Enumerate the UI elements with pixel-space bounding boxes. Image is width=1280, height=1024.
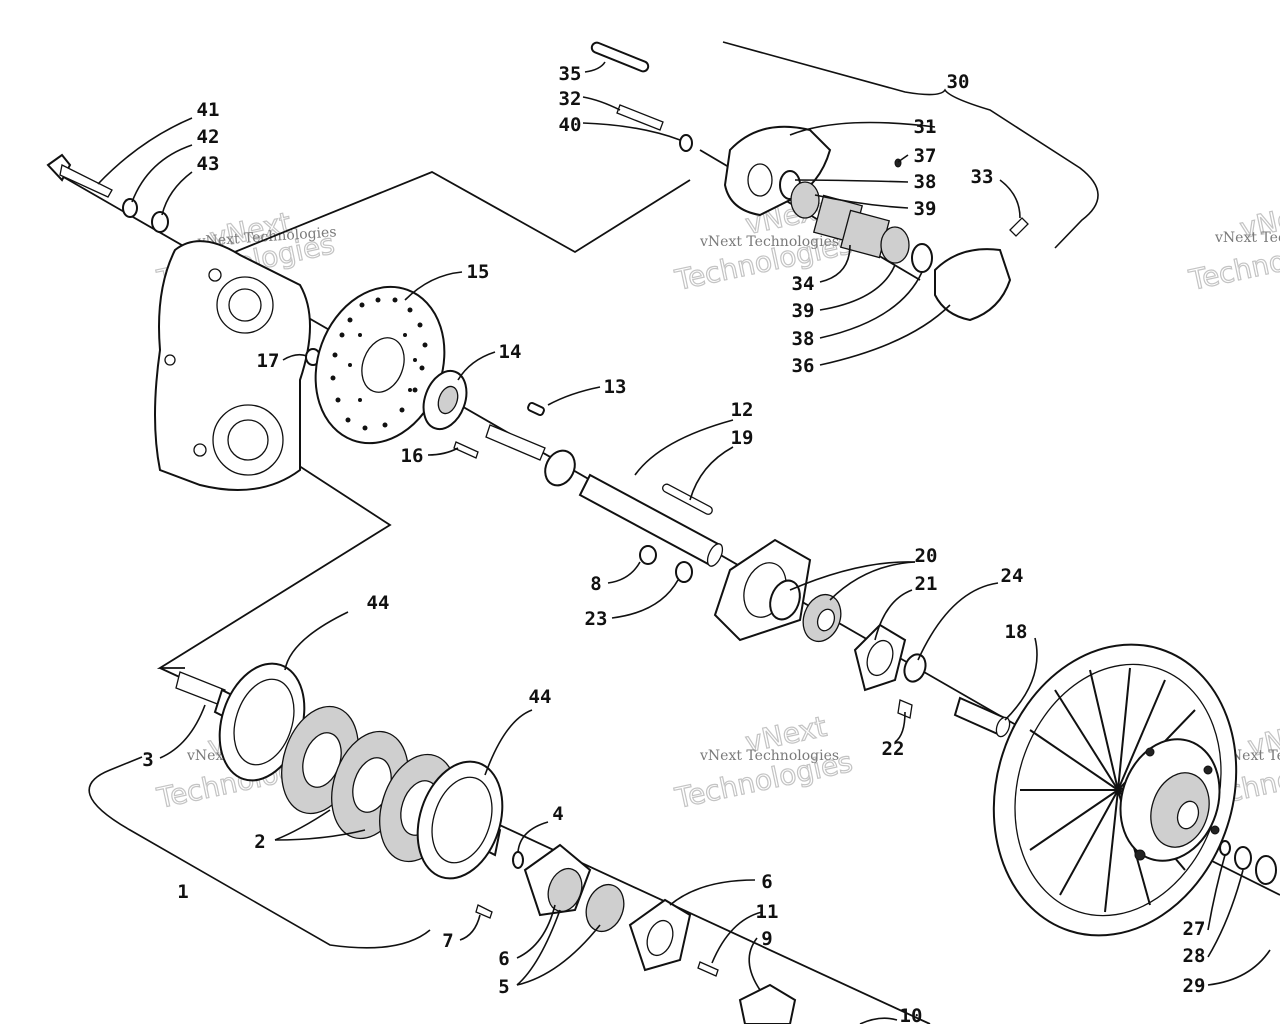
label-11: 11	[756, 901, 779, 923]
caliper-half-36	[934, 248, 1012, 322]
label-35: 35	[559, 63, 582, 85]
bolt-41	[46, 153, 113, 198]
watermark-small-top-right: vNext Technologies	[1214, 230, 1280, 246]
bearing-housing-lower	[523, 843, 592, 917]
label-40: 40	[559, 114, 582, 136]
screw-22	[897, 699, 913, 719]
leader-lines	[97, 61, 1271, 1024]
label-37: 37	[914, 145, 937, 167]
label-31: 31	[914, 116, 937, 138]
screw-7	[475, 904, 493, 919]
label-10: 10	[900, 1005, 923, 1024]
label-38-lower: 38	[792, 328, 815, 350]
label-39-lower: 39	[792, 300, 815, 322]
hub-14	[422, 369, 468, 431]
seal-24	[903, 653, 927, 683]
jackshaft-12	[485, 424, 724, 567]
flange-21	[853, 623, 907, 692]
label-3: 3	[142, 749, 153, 771]
bleeder-33	[1009, 217, 1029, 237]
label-29: 29	[1183, 975, 1206, 997]
washer-29	[1255, 855, 1277, 885]
watermark-small-bottom-center: vNext Technologies	[699, 748, 839, 764]
pin-11	[697, 961, 719, 977]
flange-6	[628, 898, 692, 972]
label-4: 4	[552, 803, 563, 825]
washer-23	[675, 561, 693, 583]
bolt-32	[616, 104, 664, 131]
washer-28	[1234, 846, 1252, 870]
label-34: 34	[792, 273, 815, 295]
part-labels: 41 42 43 17 15 14 16 13 12 19 8 23 20 21…	[142, 63, 1205, 1024]
label-38-upper: 38	[914, 171, 937, 193]
seal-4	[512, 851, 524, 869]
label-42: 42	[197, 126, 220, 148]
brake-disc-15	[314, 285, 446, 445]
nut-8	[639, 545, 657, 565]
brake-connector-line	[214, 171, 691, 261]
screw-16	[453, 441, 479, 459]
label-41: 41	[197, 99, 220, 121]
label-13: 13	[604, 376, 627, 398]
pin-35	[590, 41, 650, 73]
label-23: 23	[585, 608, 608, 630]
washer-40	[679, 134, 693, 152]
label-1: 1	[177, 881, 188, 903]
label-5: 5	[498, 976, 509, 998]
label-19: 19	[731, 427, 754, 449]
label-28: 28	[1183, 945, 1206, 967]
label-30: 30	[947, 71, 970, 93]
label-6-upper: 6	[761, 871, 772, 893]
driven-clutch	[992, 643, 1238, 937]
label-12: 12	[731, 399, 754, 421]
jackshaft-connector-line	[156, 459, 392, 669]
label-14: 14	[499, 341, 522, 363]
spacer-18	[953, 696, 1011, 738]
label-6-lower: 6	[498, 948, 509, 970]
washer-42	[122, 198, 138, 218]
drive-shaft-assembly	[175, 662, 504, 880]
shaft-end-3	[175, 671, 226, 706]
label-15: 15	[467, 261, 490, 283]
bracket-30	[722, 41, 1099, 249]
bracket-1	[88, 756, 431, 949]
label-18: 18	[1005, 621, 1028, 643]
label-22: 22	[882, 738, 905, 760]
flange-9	[738, 983, 797, 1024]
watermark-small-top-center: vNext Technologies	[699, 234, 839, 250]
label-17: 17	[257, 350, 280, 372]
label-32: 32	[559, 88, 582, 110]
caliper-body-31	[723, 125, 832, 217]
label-7: 7	[442, 930, 453, 952]
label-39-upper: 39	[914, 198, 937, 220]
label-44-right: 44	[529, 686, 552, 708]
label-24: 24	[1001, 565, 1024, 587]
piston-39-lower	[880, 226, 910, 264]
label-8: 8	[590, 573, 601, 595]
label-44-left: 44	[367, 592, 390, 614]
bearing-5	[585, 883, 625, 933]
label-43: 43	[197, 153, 220, 175]
label-33: 33	[971, 166, 994, 188]
label-27: 27	[1183, 918, 1206, 940]
label-9: 9	[761, 928, 772, 950]
label-21: 21	[915, 573, 938, 595]
label-16: 16	[401, 445, 424, 467]
ring-38-lower	[911, 243, 933, 273]
key-19	[662, 483, 713, 515]
washer-27	[1219, 840, 1231, 856]
chaincase-housing	[154, 240, 311, 491]
piston-39-upper	[790, 181, 820, 219]
washer-43	[151, 211, 169, 233]
label-36: 36	[792, 355, 815, 377]
label-2: 2	[254, 831, 265, 853]
key-13	[527, 401, 545, 417]
bearings-20	[769, 579, 842, 643]
label-20: 20	[915, 545, 938, 567]
